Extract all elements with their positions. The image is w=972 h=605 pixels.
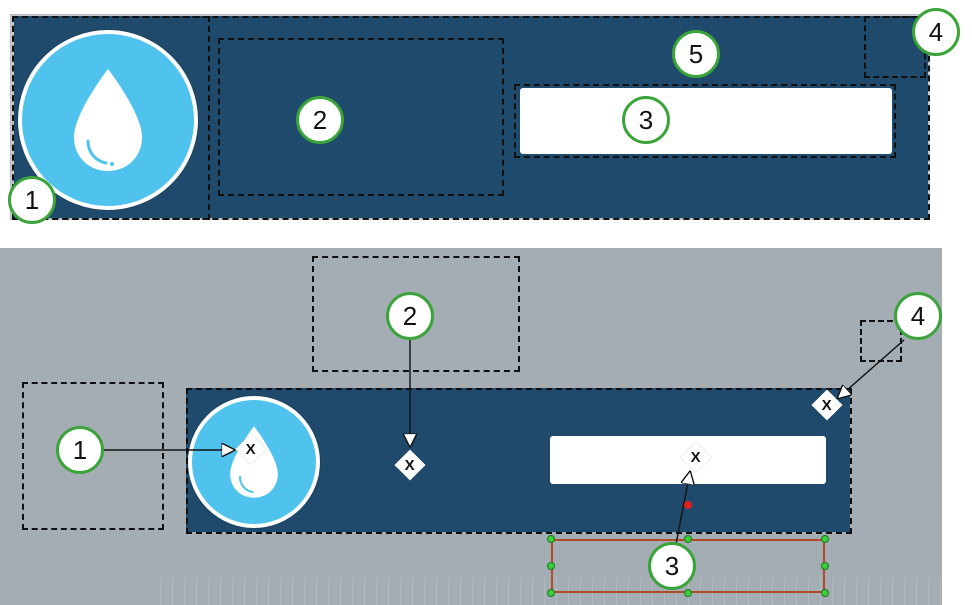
logo-anchor-outline xyxy=(22,382,164,530)
resize-handle-br[interactable] xyxy=(821,589,829,597)
water-drop-icon xyxy=(74,69,142,171)
resize-handle-tr[interactable] xyxy=(821,535,829,543)
logo-circle-bottom[interactable] xyxy=(188,396,320,528)
resize-handle-tl[interactable] xyxy=(547,535,555,543)
input-bar[interactable] xyxy=(520,88,892,154)
pivot-glyph: X xyxy=(245,440,257,458)
pivot-glyph: X xyxy=(404,456,416,474)
resize-handle-ml[interactable] xyxy=(547,562,555,570)
pivot-glyph: X xyxy=(690,448,702,466)
badge-5-top: 5 xyxy=(672,30,720,78)
resize-handle-bl[interactable] xyxy=(547,589,555,597)
badge-3-top: 3 xyxy=(622,96,670,144)
badge-1-bottom: 1 xyxy=(56,426,104,474)
title-area-outline xyxy=(218,38,504,196)
logo-area-outline xyxy=(12,16,210,220)
resize-handle-bm[interactable] xyxy=(684,589,692,597)
center-anchor-outline xyxy=(312,256,520,372)
badge-1-top: 1 xyxy=(8,176,56,224)
resize-handle-tm[interactable] xyxy=(684,535,692,543)
badge-4-bottom: 4 xyxy=(894,292,942,340)
badge-3-bottom: 3 xyxy=(648,542,696,590)
resize-handle-mr[interactable] xyxy=(821,562,829,570)
water-drop-icon xyxy=(230,426,278,498)
logo-circle[interactable] xyxy=(18,30,198,210)
badge-2-top: 2 xyxy=(296,96,344,144)
input-bar-outline xyxy=(514,84,896,158)
badge-2-bottom: 2 xyxy=(386,292,434,340)
pivot-glyph: X xyxy=(821,396,833,414)
rotation-anchor-dot[interactable] xyxy=(684,501,692,509)
badge-4-top: 4 xyxy=(912,8,960,56)
bottom-card-outline xyxy=(186,388,852,534)
